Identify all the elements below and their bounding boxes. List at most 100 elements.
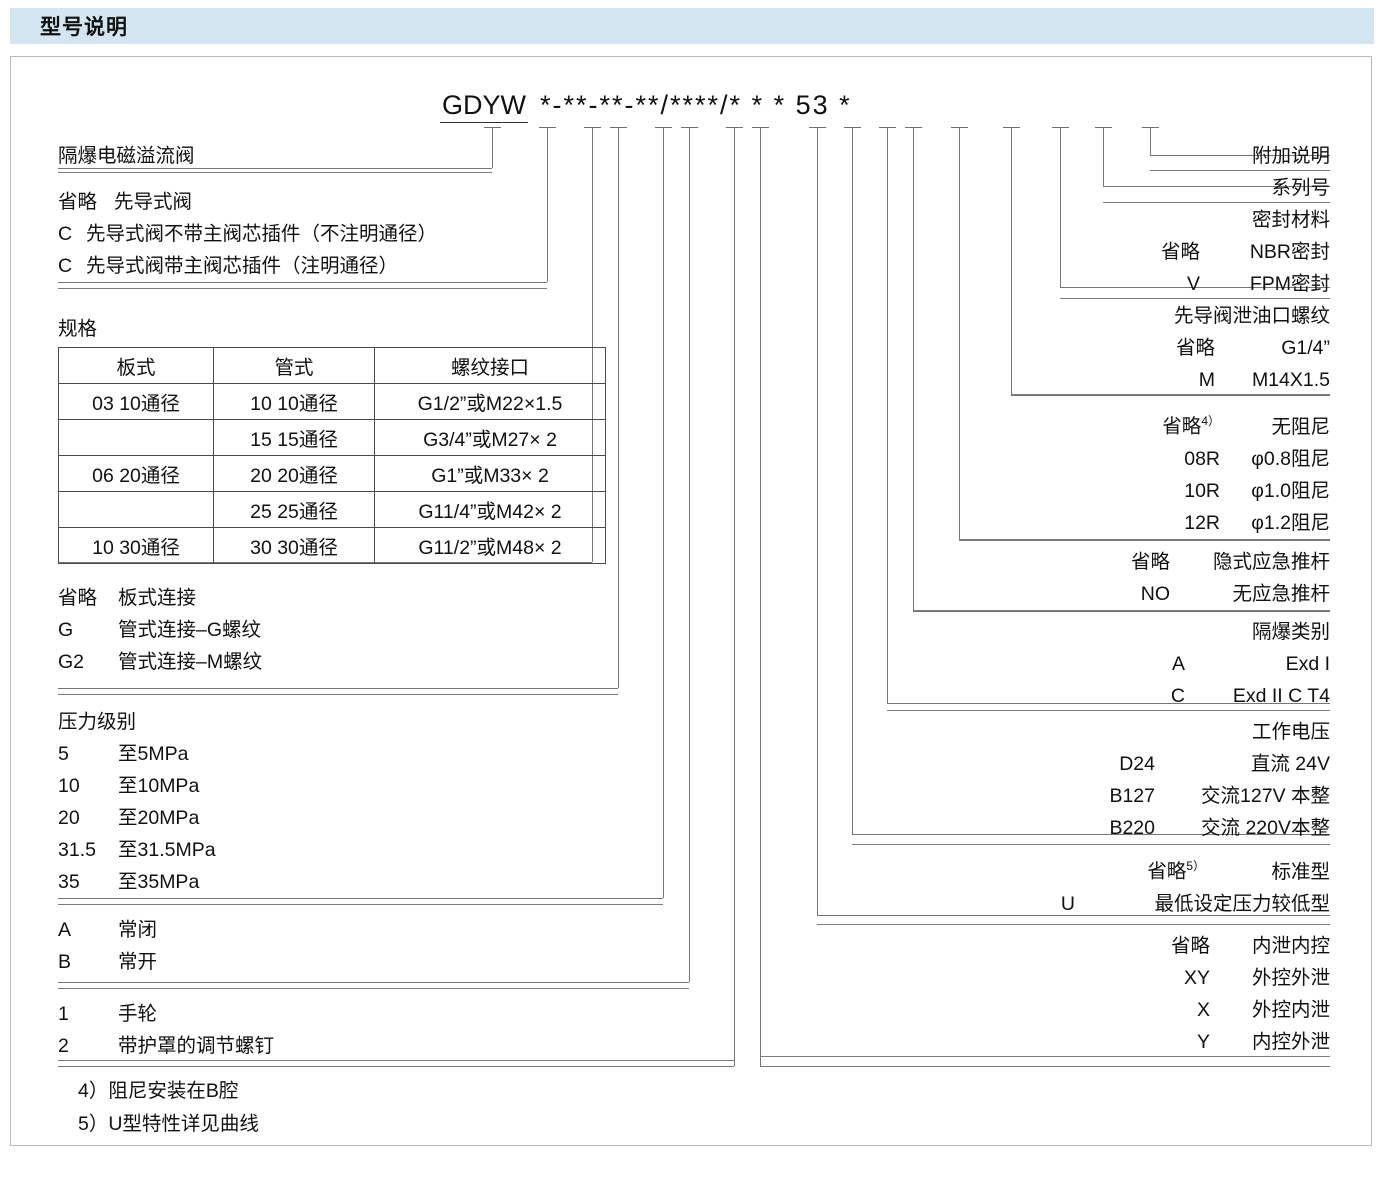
list-item: 省略隐式应急推杆 <box>1000 546 1330 578</box>
item-code: M <box>1198 369 1215 391</box>
table-cell: 06 20通径 <box>58 455 214 492</box>
item-label: G1/4” <box>1281 337 1330 359</box>
list-item: B220 交流 220V本整 <box>1000 812 1330 844</box>
table-header-row: 板式 管式 螺纹接口 <box>58 347 606 384</box>
item-label: 无阻尼 <box>1271 415 1330 438</box>
leader-line-explosion-class <box>887 127 888 703</box>
item-label: 最低设定压力较低型 <box>1154 892 1330 915</box>
item-code: C <box>58 255 73 277</box>
leader-line-series-number <box>1103 127 1104 186</box>
item-code: C <box>1170 685 1185 707</box>
leader-line-valve-state <box>689 127 690 982</box>
item-code: B220 <box>1109 817 1155 839</box>
list-item: 密封材料 <box>1000 204 1330 236</box>
item-label: 附加说明 <box>1251 145 1330 167</box>
column-header: 板式 <box>58 347 214 384</box>
leader-line-pilot-type <box>547 127 548 282</box>
item-label: φ1.0阻尼 <box>1251 479 1330 502</box>
leader-line-damping <box>959 127 960 540</box>
item-code: V <box>1186 273 1200 295</box>
list-item: 隔爆电磁溢流阀 <box>58 140 195 172</box>
item-code: A <box>1171 653 1185 675</box>
item-label: 至20MPa <box>118 807 200 829</box>
leader-line-push-rod <box>913 127 914 611</box>
leader-line-working-voltage <box>852 127 853 834</box>
item-code: 省略4） <box>1105 405 1220 443</box>
table-row: 03 10通径 10 10通径 G1/2”或M22×1.5 <box>58 383 606 420</box>
item-label: 隔爆类别 <box>1251 621 1330 643</box>
spec-table-wrap: 板式 管式 螺纹接口 03 10通径 10 10通径 G1/2”或M22×1.5… <box>58 347 606 564</box>
table-cell <box>58 419 214 456</box>
group-rule-series-number <box>1103 202 1330 203</box>
item-label: M14X1.5 <box>1251 369 1330 391</box>
item-label: 工作电压 <box>1251 721 1330 743</box>
table-cell: G11/4”或M42× 2 <box>374 491 606 528</box>
table-row: 25 25通径 G11/4”或M42× 2 <box>58 491 606 528</box>
leader-line-spec <box>592 127 593 562</box>
group-working-voltage: 工作电压 D24 直流 24V B127 交流127V 本整 B220 交流 220V… <box>1000 716 1330 844</box>
item-label: φ1.2阻尼 <box>1251 511 1330 534</box>
group-heading: 压力级别 <box>58 711 137 733</box>
footnote-item: 5）U型特性详见曲线 <box>78 1113 259 1135</box>
item-label: 交流127V 本整 <box>1201 785 1330 807</box>
table-cell: 30 30通径 <box>213 527 375 564</box>
list-item: 省略板式连接 <box>58 582 262 614</box>
group-rule-pressure <box>58 904 663 905</box>
group-rule-adjust-device <box>58 1060 734 1061</box>
table-cell: G1”或M33× 2 <box>374 455 606 492</box>
item-label: 先导式阀 <box>114 191 193 213</box>
item-label: 内控外泄 <box>1251 1031 1330 1053</box>
model-code-prefix: GDYW <box>440 90 528 123</box>
table-cell: 10 30通径 <box>58 527 214 564</box>
item-label: 交流 220V本整 <box>1201 817 1330 839</box>
list-item: 工作电压 <box>1000 716 1330 748</box>
group-rule-working-voltage <box>852 844 1330 845</box>
item-code-sup: 4） <box>1201 414 1220 428</box>
item-code: B127 <box>1109 785 1155 807</box>
item-label: 无应急推杆 <box>1232 583 1330 605</box>
item-code: 12R <box>1184 511 1220 534</box>
item-label: 至31.5MPa <box>118 839 216 861</box>
table-cell <box>58 491 214 528</box>
item-label: 外控外泄 <box>1251 967 1330 989</box>
footnotes: 4）阻尼安装在B腔 5）U型特性详见曲线 <box>78 1075 259 1141</box>
item-label: 直流 24V <box>1250 753 1330 775</box>
item-code: C <box>58 223 73 245</box>
group-rule-product-name <box>58 172 492 173</box>
list-item: 省略先导式阀 <box>58 186 437 218</box>
list-item: 附加说明 <box>1030 140 1330 172</box>
item-label: 手轮 <box>118 1003 158 1025</box>
table-cell: G11/2”或M48× 2 <box>374 527 606 564</box>
item-label: 密封材料 <box>1251 209 1330 231</box>
table-cell: 10 10通径 <box>213 383 375 420</box>
leader-line-valve-state-h <box>58 982 689 983</box>
table-cell: 03 10通径 <box>58 383 214 420</box>
column-header: 管式 <box>213 347 375 384</box>
item-code: XY <box>1183 967 1210 989</box>
item-code: G <box>58 619 74 641</box>
item-code: D24 <box>1119 753 1155 775</box>
item-code: G2 <box>58 651 85 673</box>
leader-line-adjust-device-h <box>58 1066 734 1067</box>
item-code: 10 <box>58 775 80 797</box>
leader-line-adjust-device <box>734 127 735 1066</box>
item-label: 至35MPa <box>118 871 200 893</box>
list-item: M M14X1.5 <box>1000 364 1330 396</box>
